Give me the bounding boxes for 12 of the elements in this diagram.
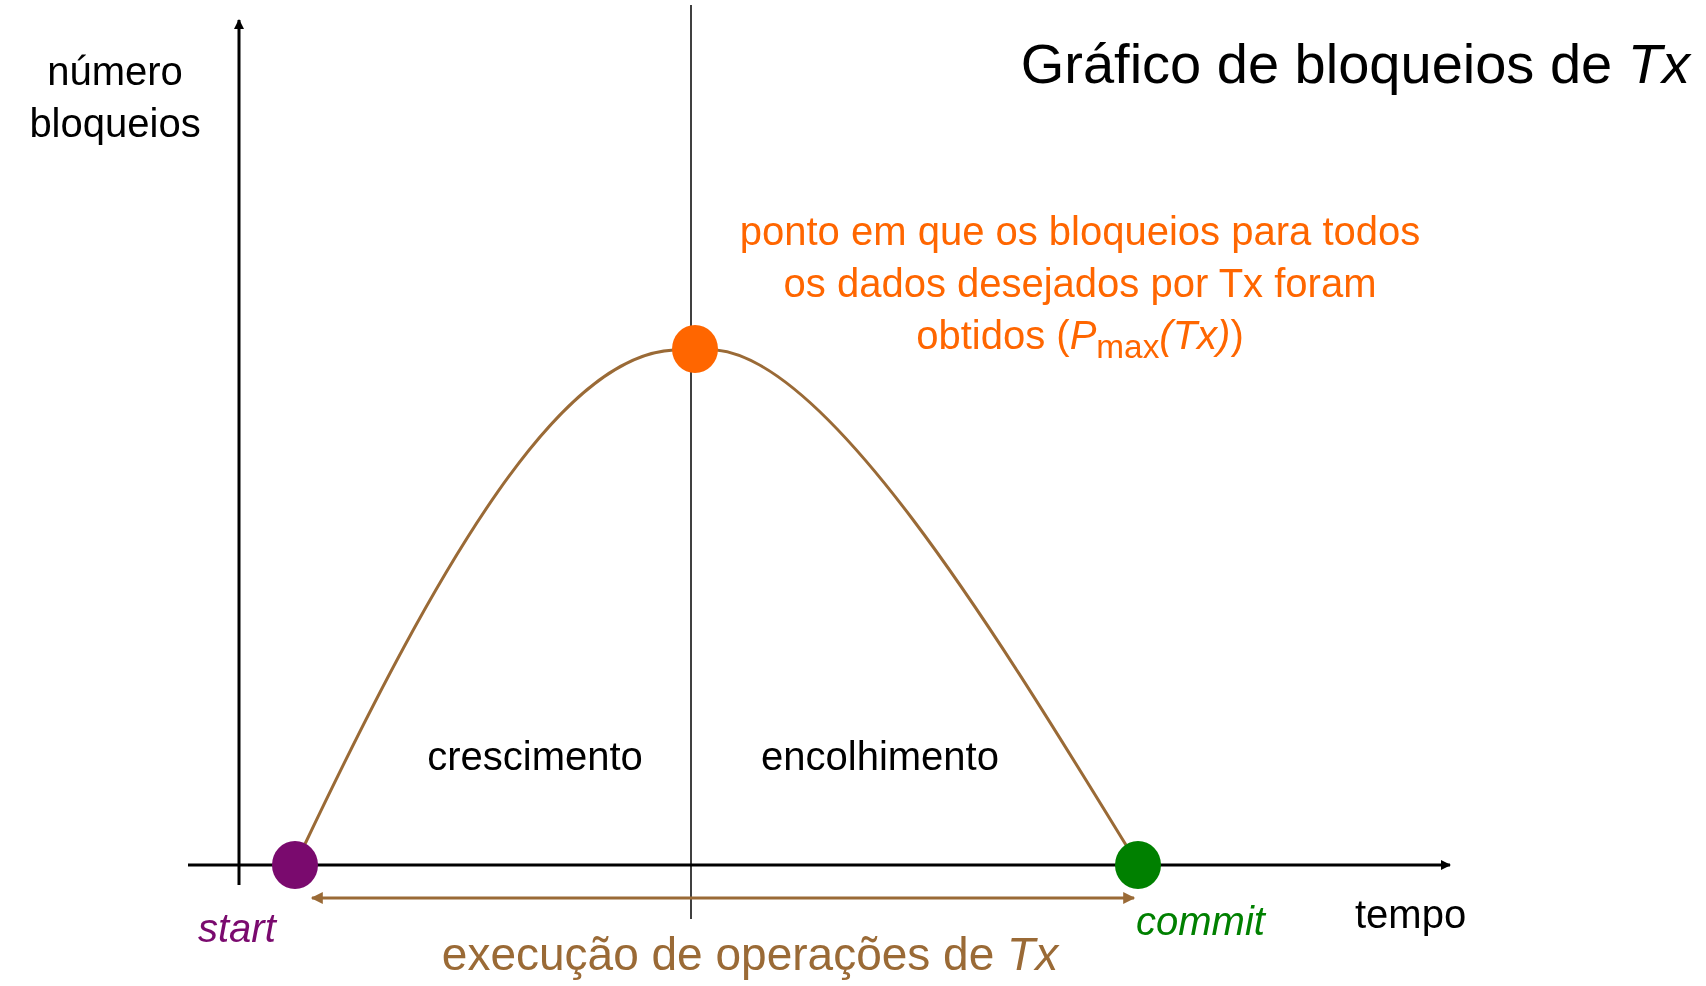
- peak-dot: [672, 325, 718, 373]
- double-arrow: [310, 892, 1136, 904]
- phase-label: crescimento: [426, 733, 644, 780]
- start-label: start: [198, 905, 278, 952]
- x-axis-label: tempo: [1355, 891, 1468, 938]
- commit-dot: [1115, 841, 1161, 889]
- start-dot: [272, 841, 318, 889]
- chart-title: Gráfico de bloqueios de Tx: [1020, 31, 1690, 97]
- phase-label: encolhimento: [760, 733, 1000, 780]
- peak-annotation: ponto em que os bloqueios para todos os dados desejados por Tx foram obtidos (P$_{max}$(Tx)): [738, 208, 1422, 367]
- edge-label: execução de operações de Tx: [440, 927, 1061, 982]
- y-axis-label: número bloqueios: [28, 48, 202, 147]
